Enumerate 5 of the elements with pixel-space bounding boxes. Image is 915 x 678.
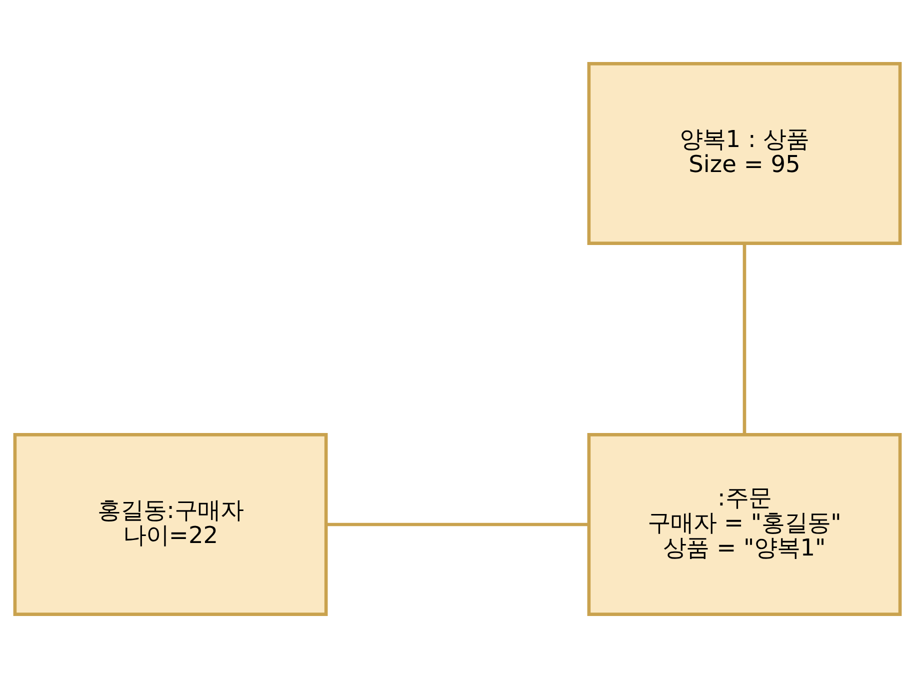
node-box: 양복1 : 상품 Size = 95 — [587, 62, 902, 245]
node-box: :주문 구매자 = "홍길동" 상품 = "양복1" — [587, 433, 902, 616]
connector — [742, 244, 746, 434]
node-box: 홍길동:구매자 나이=22 — [13, 433, 328, 616]
connector — [326, 522, 588, 526]
